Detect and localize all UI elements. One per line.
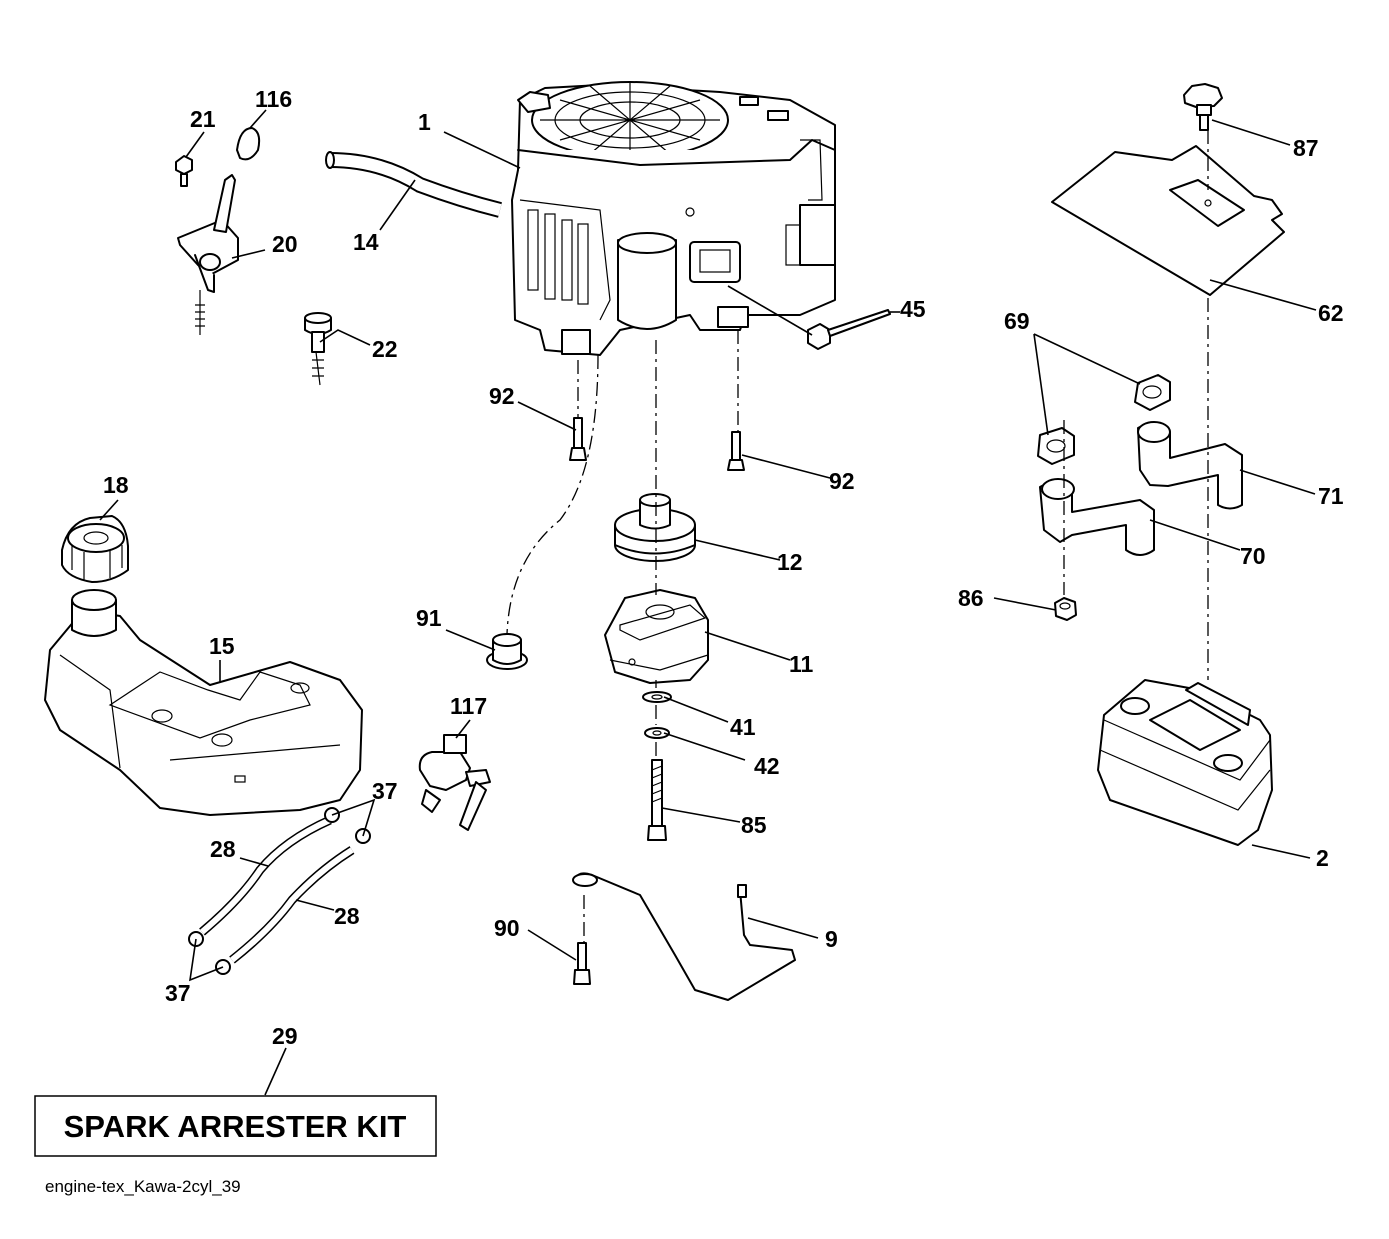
diagram-reference-code: engine-tex_Kawa-2cyl_39 — [45, 1177, 241, 1196]
washer-42-part[interactable] — [644, 727, 670, 739]
screw-21-part[interactable] — [175, 155, 193, 187]
bolt-45-part[interactable] — [807, 309, 891, 350]
callout-20: 20 — [272, 231, 298, 257]
callout-29: 29 — [272, 1023, 298, 1049]
callout-85: 85 — [741, 812, 767, 838]
callout-45: 45 — [900, 296, 926, 322]
callout-2: 2 — [1316, 845, 1329, 871]
fuel-valve-117-part[interactable] — [418, 734, 491, 831]
engine-part[interactable] — [511, 81, 836, 356]
bolt-85-part[interactable] — [647, 759, 667, 841]
callout-14: 14 — [353, 229, 379, 255]
callout-92a: 92 — [489, 383, 515, 409]
hose-14-part[interactable] — [325, 151, 502, 218]
callout-15: 15 — [209, 633, 235, 659]
callout-62: 62 — [1318, 300, 1344, 326]
knob-116-part[interactable] — [236, 127, 261, 161]
fuel-cap-18-part[interactable] — [61, 515, 129, 583]
callout-71: 71 — [1318, 483, 1344, 509]
callout-1: 1 — [418, 109, 431, 135]
engine-shield-part[interactable] — [1051, 145, 1285, 296]
alignment-lines — [506, 130, 1209, 943]
callout-91: 91 — [416, 605, 442, 631]
callout-69: 69 — [1004, 308, 1030, 334]
hose-clamp-37-part[interactable] — [188, 807, 371, 975]
washer-41-part[interactable] — [642, 691, 672, 703]
muffler-part[interactable] — [1097, 679, 1273, 846]
pulley-12-part[interactable] — [614, 493, 696, 562]
spark-arrester-kit-box[interactable]: SPARK ARRESTER KIT — [34, 1095, 437, 1157]
callout-28a: 28 — [210, 836, 236, 862]
callout-116: 116 — [255, 86, 292, 112]
choke-22-part[interactable] — [304, 312, 332, 386]
spacer-91-part[interactable] — [486, 633, 528, 670]
callout-22: 22 — [372, 336, 398, 362]
callout-90: 90 — [494, 915, 520, 941]
callout-18: 18 — [103, 472, 129, 498]
callout-9: 9 — [825, 926, 838, 952]
callout-labels: 1 2 9 11 12 14 15 18 20 21 22 28 28 29 3… — [103, 86, 1344, 1049]
callout-41: 41 — [730, 714, 756, 740]
gasket-69a-part[interactable] — [1134, 374, 1171, 411]
callout-70: 70 — [1240, 543, 1266, 569]
bolt-92b-part[interactable] — [727, 431, 745, 471]
callout-42: 42 — [754, 753, 780, 779]
bolt-87-part[interactable] — [1183, 83, 1223, 131]
spark-arrester-kit-label: SPARK ARRESTER KIT — [64, 1109, 407, 1144]
callout-37a: 37 — [372, 778, 398, 804]
fuel-line-28a-part[interactable] — [199, 815, 332, 936]
bolt-90-part[interactable] — [573, 942, 591, 985]
fuel-tank-15-part[interactable] — [44, 589, 363, 816]
throttle-control-part[interactable] — [177, 174, 239, 335]
callout-87: 87 — [1293, 135, 1319, 161]
callout-12: 12 — [777, 549, 803, 575]
gasket-69b-part[interactable] — [1037, 427, 1075, 465]
callout-11: 11 — [789, 651, 814, 677]
callout-21: 21 — [190, 106, 216, 132]
callout-28b: 28 — [334, 903, 360, 929]
callout-92b: 92 — [829, 468, 855, 494]
callout-86: 86 — [958, 585, 984, 611]
exhaust-pipe-70-part[interactable] — [1039, 478, 1155, 556]
rod-9-part[interactable] — [572, 872, 796, 1001]
callout-37b: 37 — [165, 980, 191, 1006]
leader-lines — [99, 109, 1317, 1096]
exhaust-pipe-71-part[interactable] — [1137, 421, 1243, 510]
pto-clutch-11-part[interactable] — [604, 589, 709, 684]
callout-117: 117 — [450, 693, 487, 719]
nut-86-part[interactable] — [1054, 597, 1077, 621]
bolt-92a-part[interactable] — [569, 417, 587, 461]
fuel-line-28b-part[interactable] — [229, 846, 355, 964]
